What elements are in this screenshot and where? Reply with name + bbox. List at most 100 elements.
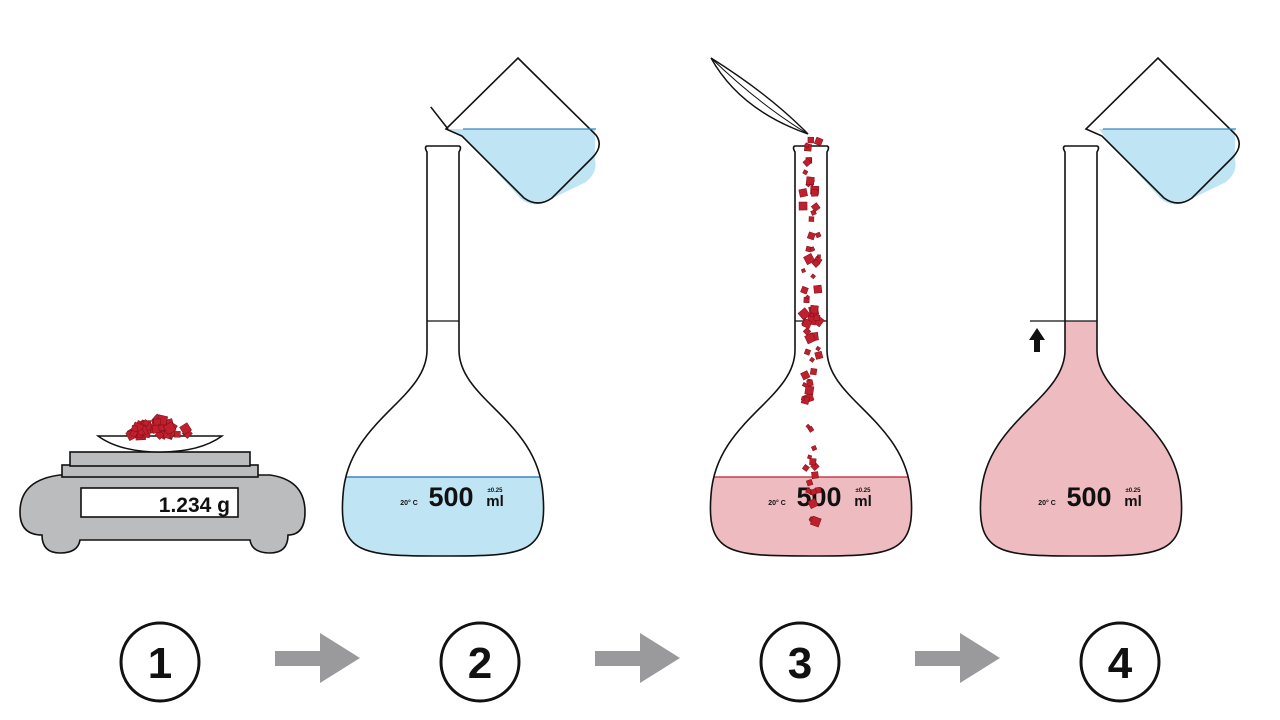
crystal (805, 176, 815, 186)
svg-text:500: 500 (796, 482, 841, 512)
step-badge-4: 4 (1079, 621, 1161, 703)
crystal (809, 312, 815, 318)
crystal (810, 273, 816, 280)
crystal (807, 425, 815, 433)
svg-text:2: 2 (468, 639, 492, 688)
crystal (810, 488, 818, 496)
flask-water (342, 477, 544, 556)
scale-pan-plate (69, 451, 251, 467)
crystal (800, 285, 809, 295)
balance-scale-icon: 1.234 g (19, 413, 306, 554)
step-badge-3: 3 (759, 621, 841, 703)
crystal (800, 396, 806, 401)
step-sequence: 1 2 3 4 (119, 621, 1161, 703)
step-3-flask: 20° C 500 ml ±0.25 (709, 57, 913, 557)
svg-text:20° C: 20° C (1038, 499, 1056, 507)
crystal (814, 350, 824, 360)
beaker-icon (430, 106, 449, 130)
crystal (797, 307, 811, 321)
crystal (811, 471, 819, 479)
svg-text:3: 3 (788, 639, 812, 688)
crystal (131, 425, 138, 432)
spatula-icon (710, 57, 809, 135)
scale-readout: 1.234 g (159, 494, 230, 517)
svg-text:4: 4 (1108, 639, 1133, 688)
crystal (805, 478, 814, 487)
step-badge-1: 1 (119, 621, 201, 703)
volumetric-flask-icon: 20° C 500 ml ±0.25 (979, 145, 1183, 557)
step-badge-2: 2 (439, 621, 521, 703)
crystal (806, 231, 816, 241)
crystal (809, 367, 818, 376)
flask-label: 20° C 500 ml ±0.25 (400, 482, 504, 512)
svg-text:1: 1 (148, 639, 172, 688)
crystal (801, 318, 813, 330)
svg-text:ml: ml (486, 493, 504, 510)
crystal (813, 284, 823, 294)
crystal (807, 136, 814, 144)
crystal (813, 136, 824, 147)
crystal (803, 253, 816, 266)
beaker-icon (1084, 56, 1240, 205)
scale-display (80, 487, 239, 518)
crystal (179, 422, 192, 436)
svg-text:±0.25: ±0.25 (856, 488, 872, 494)
step-2-flask: 20° C 500 ml ±0.25 (341, 56, 600, 557)
right-arrow-icon (595, 633, 680, 683)
right-arrow-icon (915, 633, 1000, 683)
crystal (800, 370, 811, 381)
crystal (813, 314, 821, 322)
right-arrow-icon (275, 633, 360, 683)
weighing-dish (95, 435, 225, 453)
svg-text:20° C: 20° C (768, 499, 786, 507)
svg-text:20° C: 20° C (400, 499, 418, 507)
crystal (809, 304, 819, 314)
crystal (805, 294, 811, 300)
crystal (798, 201, 808, 211)
step-1-balance: 1.234 g (19, 413, 306, 554)
flask-label: 20° C 500 ml ±0.25 (768, 482, 872, 512)
up-arrow-icon (1029, 328, 1045, 352)
crystal (806, 379, 814, 387)
falling-crystals (797, 136, 825, 528)
crystal (805, 487, 812, 495)
crystal (801, 464, 810, 472)
crystal (800, 268, 806, 274)
crystal (802, 327, 812, 336)
crystal (807, 454, 813, 460)
crystal (802, 169, 809, 176)
crystal (807, 497, 819, 510)
crystal (810, 189, 819, 197)
crystal (810, 445, 818, 452)
crystal (809, 246, 816, 253)
calibration-mark-pointer (1029, 320, 1065, 352)
crystal (804, 332, 816, 345)
crystal (137, 428, 146, 437)
crystal (809, 458, 817, 466)
svg-text:±0.25: ±0.25 (1126, 488, 1142, 494)
flask-label: 20° C 500 ml ±0.25 (1038, 482, 1142, 512)
crystal (803, 348, 812, 356)
crystal (815, 345, 821, 352)
crystal-pile (125, 413, 193, 441)
crystal (817, 254, 821, 259)
svg-text:ml: ml (1124, 493, 1142, 510)
crystal (810, 202, 821, 213)
svg-text:ml: ml (854, 493, 872, 510)
crystal (805, 423, 811, 429)
crystal (808, 216, 815, 222)
crystal (142, 419, 150, 427)
svg-text:500: 500 (1066, 482, 1111, 512)
crystal (814, 231, 822, 239)
crystal (798, 188, 808, 198)
crystal (802, 157, 812, 168)
svg-text:±0.25: ±0.25 (488, 488, 504, 494)
svg-text:500: 500 (428, 482, 473, 512)
volumetric-flask-icon: 20° C 500 ml ±0.25 (341, 145, 545, 557)
crystal (809, 356, 816, 363)
crystal (804, 385, 815, 396)
crystal (162, 421, 177, 436)
beaker-icon (444, 56, 600, 205)
crystal (809, 515, 822, 528)
